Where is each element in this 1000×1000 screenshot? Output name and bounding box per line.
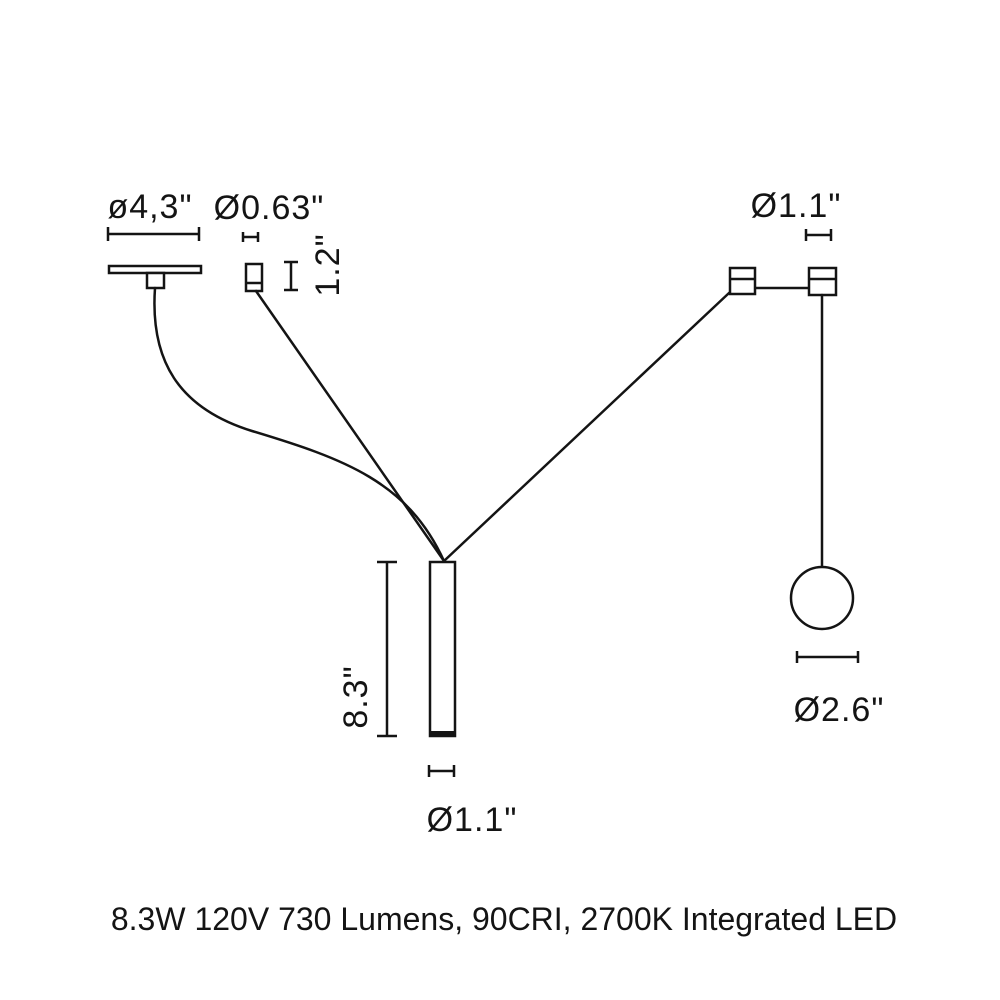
tube-height-dimension-line xyxy=(377,560,397,738)
spec-text: 8.3W 120V 730 Lumens, 90CRI, 2700K Integ… xyxy=(111,901,897,937)
tube-height-label: 8.3" xyxy=(337,665,375,728)
track-mount-left xyxy=(728,266,757,296)
cable-straight-left xyxy=(254,289,446,563)
mount-dimension-line xyxy=(804,229,833,241)
globe-diameter-label: Ø2.6" xyxy=(794,691,885,729)
canopy-stem xyxy=(145,271,166,290)
cable-curved xyxy=(153,286,446,563)
driver-diameter-label: Ø0.63" xyxy=(214,189,325,227)
track-mount-right xyxy=(807,266,838,297)
globe-dimension-line xyxy=(795,651,860,663)
tube-diameter-dimension-line xyxy=(427,765,456,777)
driver-height-dimension-line xyxy=(284,260,298,292)
tube-end-cap xyxy=(429,731,456,737)
canopy-diameter-label: ø4,3" xyxy=(107,188,192,226)
cable-straight-right xyxy=(442,291,731,563)
driver-cylinder xyxy=(244,262,264,293)
tube-diameter-label: Ø1.1" xyxy=(427,801,518,839)
driver-height-label: 1.2" xyxy=(309,233,347,296)
glass-globe xyxy=(789,565,855,631)
pendant-tube xyxy=(428,560,457,738)
driver-dimension-line xyxy=(241,232,260,242)
canopy-dimension-line xyxy=(106,227,201,241)
mount-diameter-label: Ø1.1" xyxy=(751,187,842,225)
